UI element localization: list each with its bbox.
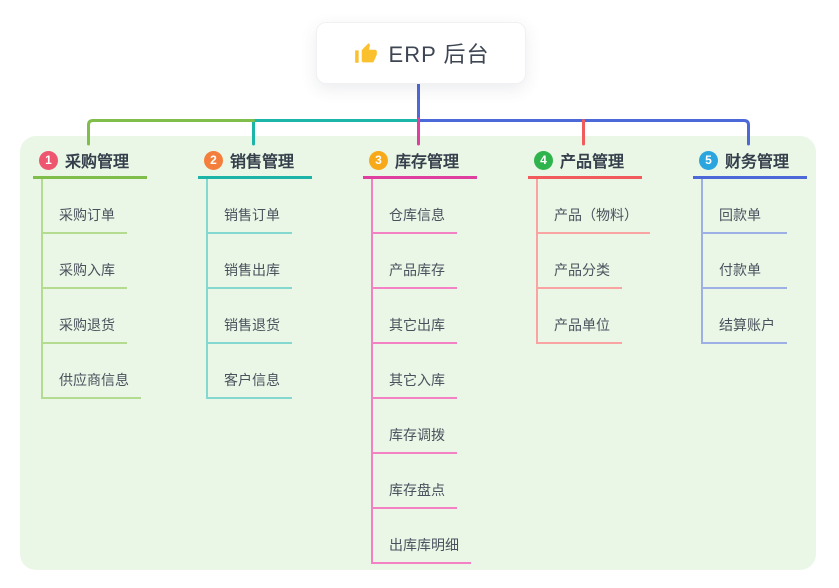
branch-number-badge: 4	[534, 150, 553, 170]
leaf-label: 产品单位	[554, 317, 610, 333]
branch-items: 采购订单采购入库采购退货供应商信息	[41, 179, 147, 399]
leaf-label: 供应商信息	[59, 372, 129, 388]
leaf-node[interactable]: 其它入库	[373, 344, 457, 399]
leaf-node[interactable]: 销售出库	[208, 234, 292, 289]
leaf-node[interactable]: 产品库存	[373, 234, 457, 289]
branch-node-5[interactable]: 5 财务管理	[693, 148, 807, 179]
leaf-node[interactable]: 产品分类	[538, 234, 622, 289]
leaf-label: 采购订单	[59, 207, 115, 223]
leaf-label: 采购入库	[59, 262, 115, 278]
branch-node-2[interactable]: 2 销售管理	[198, 148, 312, 179]
leaf-label: 销售订单	[224, 207, 280, 223]
branch-items: 仓库信息产品库存其它出库其它入库库存调拨库存盘点出库库明细	[371, 179, 477, 564]
leaf-node[interactable]: 出库库明细	[373, 509, 471, 564]
branch-title: 库存管理	[395, 154, 460, 171]
branch-title: 采购管理	[65, 154, 130, 171]
branch-items: 回款单付款单结算账户	[701, 179, 807, 344]
leaf-node[interactable]: 采购退货	[43, 289, 127, 344]
leaf-node[interactable]: 客户信息	[208, 344, 292, 399]
root-title: ERP 后台	[388, 42, 490, 67]
branch-number-badge: 5	[699, 150, 718, 170]
leaf-label: 其它出库	[389, 317, 445, 333]
branch-node-4[interactable]: 4 产品管理	[528, 148, 642, 179]
leaf-label: 销售退货	[224, 317, 280, 333]
leaf-node[interactable]: 其它出库	[373, 289, 457, 344]
leaf-label: 产品分类	[554, 262, 610, 278]
leaf-node[interactable]: 仓库信息	[373, 179, 457, 234]
leaf-node[interactable]: 产品单位	[538, 289, 622, 344]
leaf-label: 其它入库	[389, 372, 445, 388]
leaf-node[interactable]: 库存调拨	[373, 399, 457, 454]
leaf-node[interactable]: 供应商信息	[43, 344, 141, 399]
leaf-label: 销售出库	[224, 262, 280, 278]
leaf-label: 库存调拨	[389, 427, 445, 443]
leaf-label: 库存盘点	[389, 482, 445, 498]
leaf-label: 客户信息	[224, 372, 280, 388]
leaf-label: 回款单	[719, 207, 761, 223]
leaf-node[interactable]: 回款单	[703, 179, 787, 234]
leaf-label: 产品（物料）	[554, 207, 638, 223]
leaf-node[interactable]: 结算账户	[703, 289, 787, 344]
leaf-node[interactable]: 付款单	[703, 234, 787, 289]
branch-column-5: 5 财务管理回款单付款单结算账户	[693, 148, 807, 344]
leaf-label: 结算账户	[719, 317, 775, 333]
branch-number-badge: 2	[204, 150, 223, 170]
branch-column-1: 1 采购管理采购订单采购入库采购退货供应商信息	[33, 148, 147, 399]
thumbs-up-icon	[354, 43, 377, 63]
branch-items: 产品（物料） 产品分类产品单位	[536, 179, 650, 344]
branch-items: 销售订单销售出库销售退货客户信息	[206, 179, 312, 399]
branch-title: 财务管理	[725, 154, 790, 171]
branch-column-4: 4 产品管理产品（物料） 产品分类产品单位	[528, 148, 650, 344]
leaf-node[interactable]: 采购订单	[43, 179, 127, 234]
leaf-label: 仓库信息	[389, 207, 445, 223]
root-node[interactable]: ERP 后台	[316, 22, 526, 84]
leaf-node[interactable]: 产品（物料）	[538, 179, 650, 234]
leaf-label: 采购退货	[59, 317, 115, 333]
branch-title: 销售管理	[230, 154, 295, 171]
leaf-node[interactable]: 库存盘点	[373, 454, 457, 509]
leaf-node[interactable]: 采购入库	[43, 234, 127, 289]
leaf-label: 付款单	[719, 262, 761, 278]
branch-column-3: 3 库存管理仓库信息产品库存其它出库其它入库库存调拨库存盘点出库库明细	[363, 148, 477, 564]
leaf-label: 出库库明细	[389, 537, 459, 553]
branch-title: 产品管理	[560, 154, 625, 171]
branch-node-1[interactable]: 1 采购管理	[33, 148, 147, 179]
branch-number-badge: 1	[39, 150, 58, 170]
leaf-label: 产品库存	[389, 262, 445, 278]
branch-column-2: 2 销售管理销售订单销售出库销售退货客户信息	[198, 148, 312, 399]
leaf-node[interactable]: 销售退货	[208, 289, 292, 344]
leaf-node[interactable]: 销售订单	[208, 179, 292, 234]
branch-node-3[interactable]: 3 库存管理	[363, 148, 477, 179]
branches-panel	[20, 136, 816, 570]
branch-number-badge: 3	[369, 150, 388, 170]
